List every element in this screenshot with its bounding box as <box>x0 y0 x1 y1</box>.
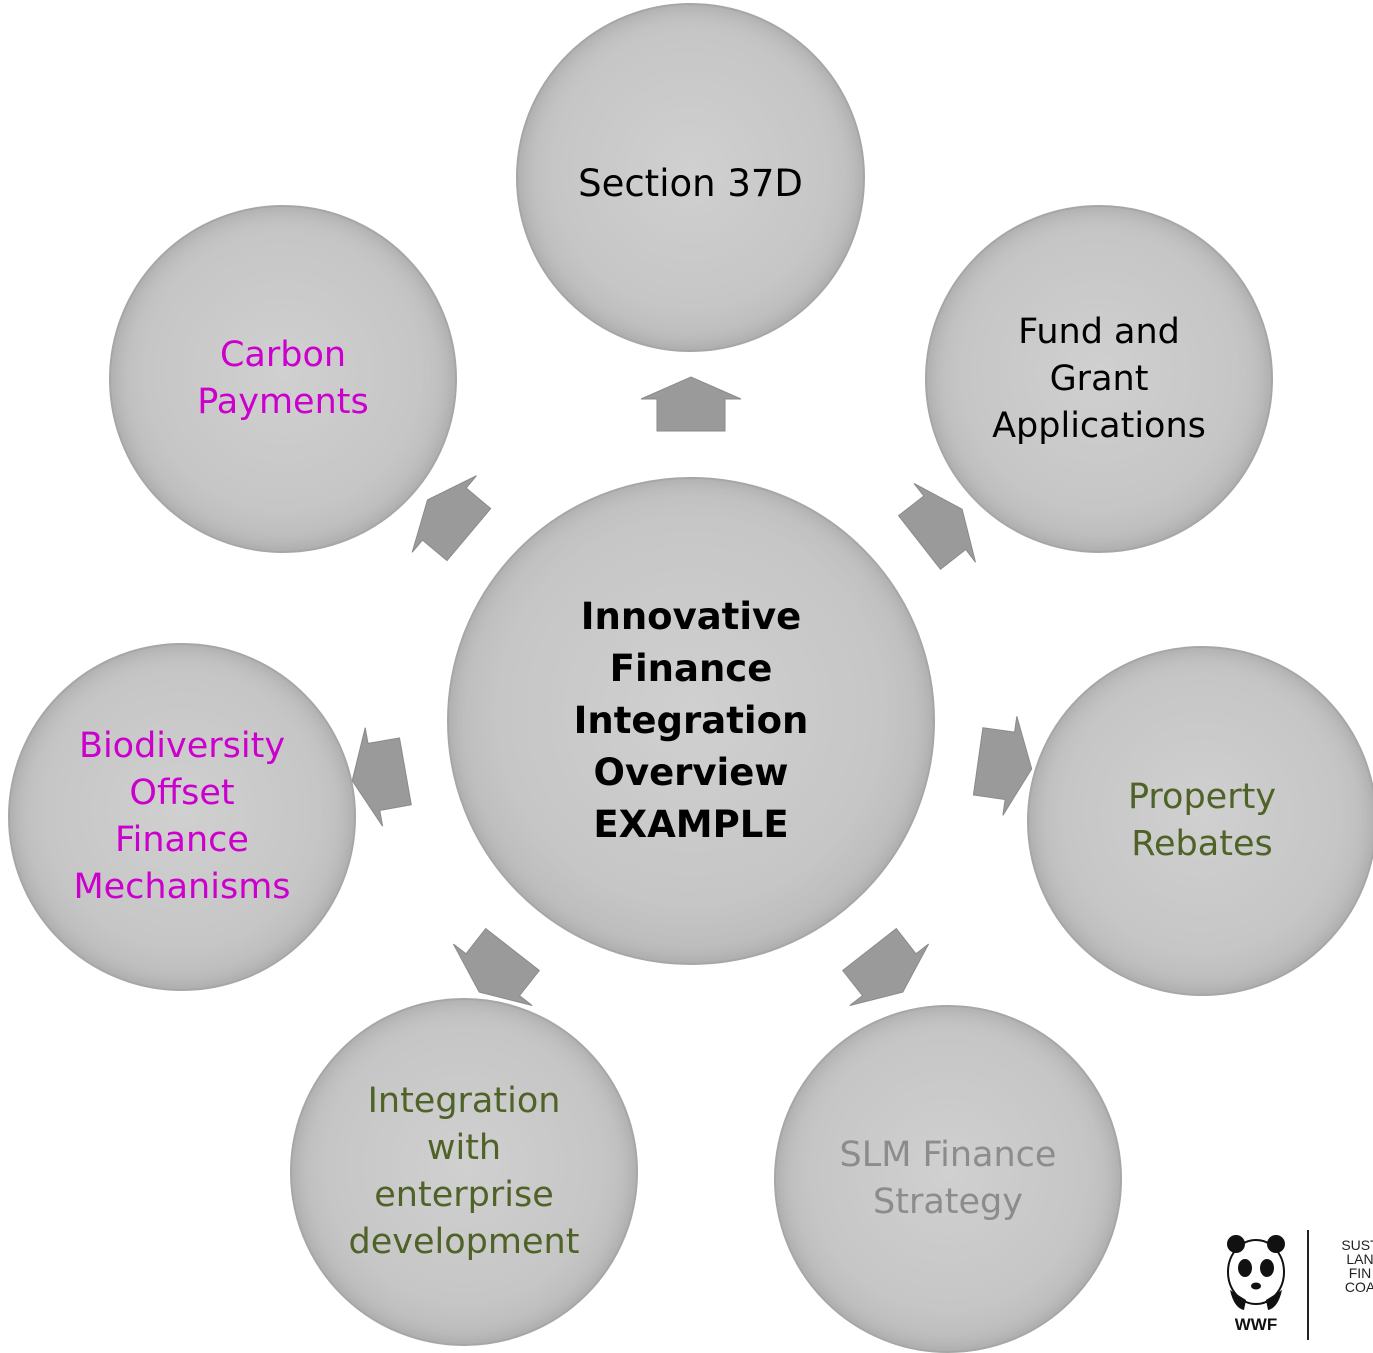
node-label: Section 37D <box>578 162 803 205</box>
arrow-to-slm-finance <box>841 927 930 1006</box>
node-label: Integration <box>367 1081 561 1121</box>
node-label: SLM Finance <box>839 1135 1057 1175</box>
node-property-rebates: Property Rebates <box>1027 646 1373 996</box>
arrow-to-section-37d <box>640 376 742 432</box>
node-label: Finance <box>115 820 249 860</box>
center-node-line: Innovative <box>580 595 802 638</box>
node-label: Fund and <box>1018 311 1180 352</box>
node-label: Offset <box>129 773 235 813</box>
arrow-to-carbon <box>411 475 492 562</box>
node-label: Biodiversity <box>78 726 286 766</box>
node-carbon: Carbon Payments <box>109 205 457 553</box>
node-label: Carbon <box>219 335 347 375</box>
logo-text-line: LAN <box>1346 1251 1373 1267</box>
node-label: development <box>348 1222 580 1262</box>
node-label: enterprise <box>374 1175 554 1215</box>
center-node-line: Integration <box>573 699 809 742</box>
node-slm-finance: SLM Finance Strategy <box>774 1005 1122 1353</box>
node-biodiversity: Biodiversity Offset Finance Mechanisms <box>8 643 356 991</box>
node-label: Rebates <box>1131 824 1273 864</box>
node-label: Mechanisms <box>73 867 291 907</box>
node-fund-grant: Fund and Grant Applications <box>925 205 1273 553</box>
node-enterprise: Integration with enterprise development <box>290 998 638 1346</box>
logo-text-line: FIN <box>1348 1265 1372 1281</box>
logo-divider <box>1307 1230 1309 1340</box>
wwf-logo: WWF SUST LAN FIN COA <box>1216 1222 1373 1340</box>
arrow-to-biodiversity <box>351 727 412 827</box>
center-node-line: Overview <box>593 751 789 794</box>
logo-text: SUST LAN FIN COA <box>1320 1238 1373 1294</box>
node-label: with <box>426 1128 502 1168</box>
node-label: Strategy <box>873 1182 1023 1222</box>
node-label: Applications <box>992 405 1206 446</box>
node-section-37d: Section 37D <box>516 3 865 352</box>
node-label: Payments <box>197 382 369 422</box>
center-node-line: EXAMPLE <box>593 803 789 846</box>
logo-text-line: COA <box>1344 1279 1373 1295</box>
center-node: Innovative Finance Integration Overview … <box>447 477 935 965</box>
arrow-to-fund-grant <box>897 482 976 571</box>
center-node-line: Finance <box>609 647 773 690</box>
logo-brand: WWF <box>1235 1315 1277 1334</box>
logo-text-line: SUST <box>1341 1237 1373 1253</box>
arrow-to-enterprise <box>452 927 541 1006</box>
arrow-to-property-rebates <box>972 716 1033 816</box>
node-label: Grant <box>1049 358 1149 399</box>
node-label: Property <box>1127 777 1277 817</box>
panda-icon: WWF <box>1227 1235 1285 1334</box>
